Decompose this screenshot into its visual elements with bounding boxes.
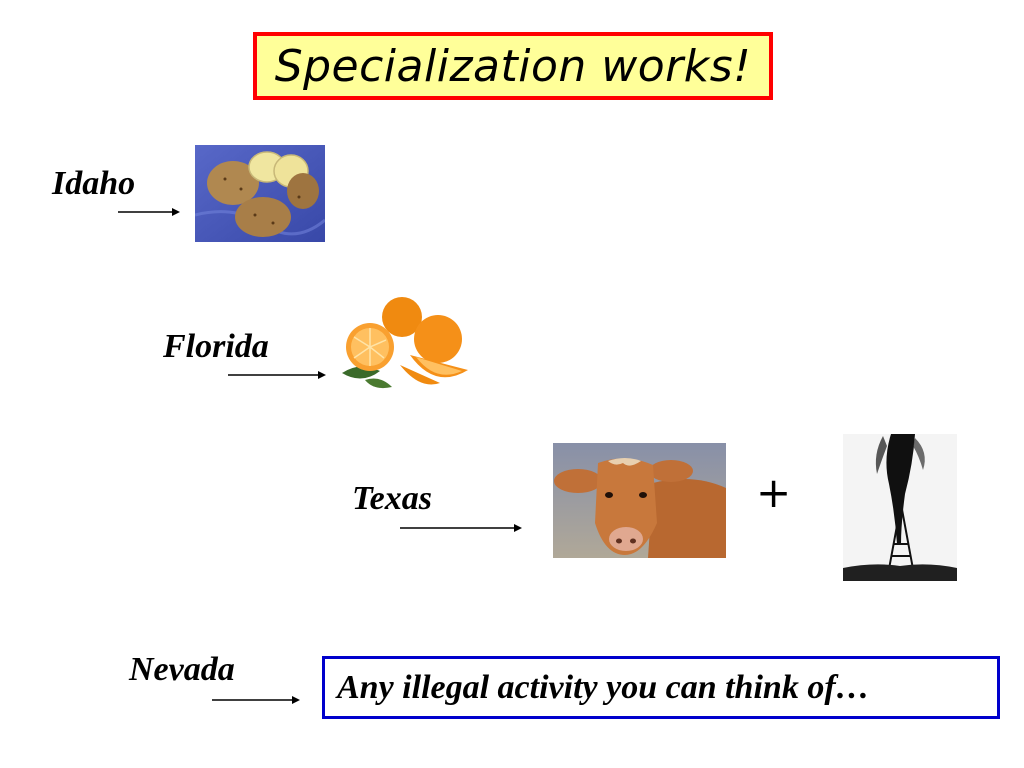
arrow-texas-icon xyxy=(400,524,522,532)
state-label-texas: Texas xyxy=(352,480,432,517)
oranges-image xyxy=(340,295,470,393)
oil-gusher-image xyxy=(843,434,957,581)
cow-image xyxy=(553,443,726,558)
nevada-answer-box: Any illegal activity you can think of… xyxy=(322,656,1000,719)
slide-title: Specialization works! xyxy=(274,40,752,92)
nevada-answer-text: Any illegal activity you can think of… xyxy=(337,668,870,706)
state-label-idaho: Idaho xyxy=(52,165,136,202)
arrow-idaho-icon xyxy=(118,208,180,216)
arrow-nevada-icon xyxy=(212,696,300,704)
state-label-nevada: Nevada xyxy=(129,651,235,688)
title-box: Specialization works! xyxy=(253,32,773,100)
state-label-florida: Florida xyxy=(163,328,269,365)
plus-sign: + xyxy=(756,468,792,517)
potatoes-image xyxy=(195,145,325,242)
arrow-florida-icon xyxy=(228,371,326,379)
